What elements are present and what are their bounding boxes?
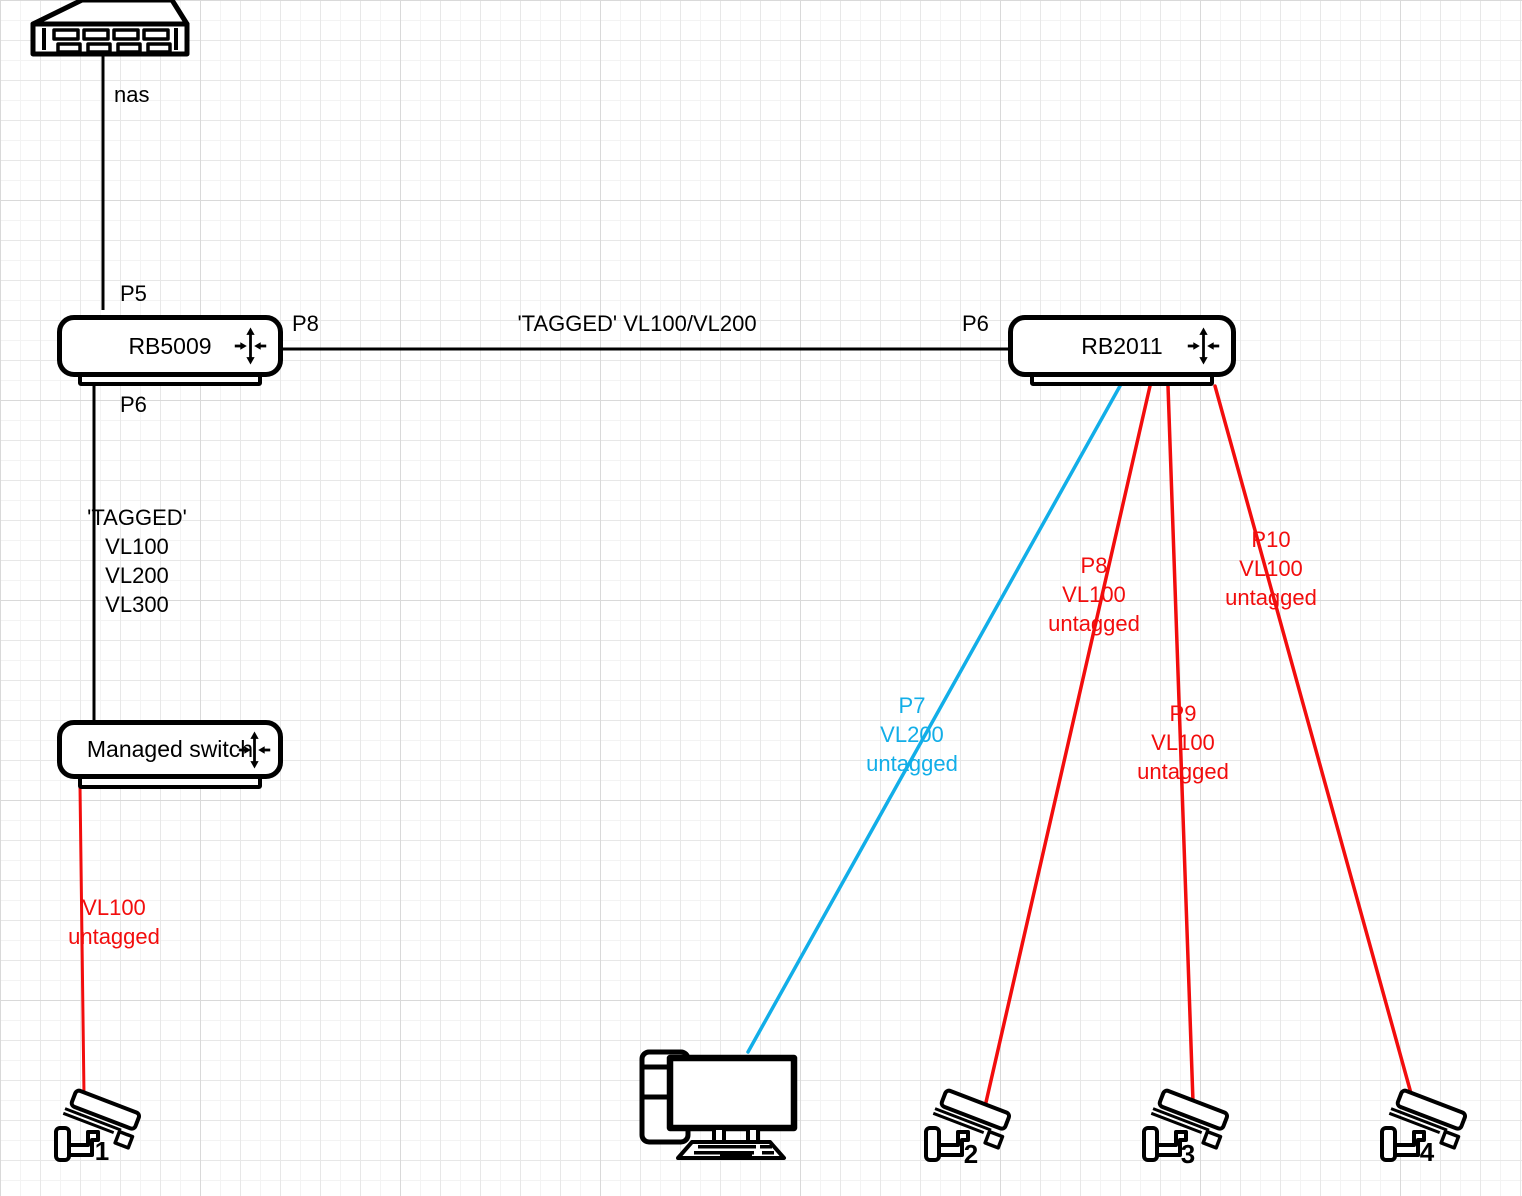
camera2-number: 2	[963, 1139, 979, 1169]
camera3-edge-label-line: P9	[1169, 701, 1197, 726]
move-arrows-icon	[238, 731, 271, 768]
camera2-edge-label-line: P8	[1080, 553, 1108, 578]
node-rb2011: RB2011	[1008, 315, 1236, 377]
port-label-p8: P8	[292, 311, 319, 336]
switch-trunk-label: 'TAGGED' VL100 VL200 VL300	[87, 503, 187, 619]
pc-edge-label-line: VL200	[880, 722, 944, 747]
managed-switch-label: Managed switch	[86, 736, 254, 762]
camera3-edge-label-line: VL100	[1151, 730, 1215, 755]
camera4-edge-label-line: untagged	[1225, 585, 1317, 610]
desktop-computer-icon	[639, 1049, 798, 1160]
switch-trunk-label-line: VL200	[105, 563, 169, 588]
move-arrows-icon	[1187, 327, 1220, 365]
camera3-edge-label: P9 VL100 untagged	[1137, 699, 1229, 786]
camera3-edge-label-line: untagged	[1137, 759, 1229, 784]
node-rb5009: RB5009	[57, 315, 283, 377]
switch-trunk-label-line: 'TAGGED'	[87, 505, 187, 530]
camera2-edge-label-line: VL100	[1062, 582, 1126, 607]
camera4-edge-label: P10 VL100 untagged	[1225, 525, 1317, 612]
node-managed-switch: Managed switch	[57, 720, 283, 779]
rb2011-label: RB2011	[1081, 332, 1163, 359]
port-label-p6-rb5009: P6	[120, 392, 147, 417]
port-label-p6-rb2011: P6	[962, 311, 989, 336]
camera1-edge-label-line: untagged	[68, 924, 160, 949]
pc-edge-label: P7 VL200 untagged	[866, 691, 958, 778]
edge-rb2011-camera4	[1213, 384, 1414, 1099]
trunk-edge-label: 'TAGGED' VL100/VL200	[517, 311, 757, 336]
camera3-number: 3	[1180, 1139, 1196, 1169]
pc-edge-label-line: untagged	[866, 751, 958, 776]
camera1-edge-label-line: VL100	[82, 895, 146, 920]
edge-rb2011-camera2	[982, 384, 1152, 1113]
camera4-edge-label-line: P10	[1251, 527, 1291, 552]
nas-rack-icon	[30, 0, 190, 57]
camera2-edge-label: P8 VL100 untagged	[1048, 551, 1140, 638]
port-label-p5: P5	[120, 281, 147, 306]
switch-trunk-label-line: VL300	[105, 592, 169, 617]
pc-edge-label-line: P7	[898, 693, 926, 718]
nas-label: nas	[114, 82, 150, 107]
move-arrows-icon	[234, 327, 267, 365]
camera4-number: 4	[1419, 1137, 1435, 1167]
camera1-edge-label: VL100 untagged	[68, 893, 160, 951]
camera1-number: 1	[94, 1136, 110, 1166]
camera4-edge-label-line: VL100	[1239, 556, 1303, 581]
switch-trunk-label-line: VL100	[105, 534, 169, 559]
rb5009-label: RB5009	[128, 332, 212, 359]
camera2-edge-label-line: untagged	[1048, 611, 1140, 636]
